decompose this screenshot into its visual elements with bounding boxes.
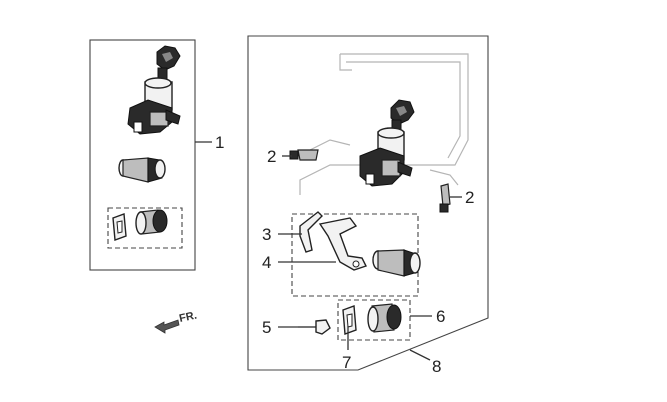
direction-label: FR. xyxy=(178,310,198,325)
key-icon-left xyxy=(156,45,181,85)
arrow-left-icon xyxy=(154,319,180,334)
bolt-part xyxy=(298,319,331,335)
ignition-switch-left xyxy=(127,77,181,135)
cam-lever xyxy=(318,217,367,271)
label-washer: 7 xyxy=(342,353,351,372)
label-screw-left: 2 xyxy=(267,147,276,166)
label-kit: 1 xyxy=(215,133,224,152)
sub-kit-frame-bottom xyxy=(337,299,411,341)
screw-right xyxy=(439,183,451,213)
assembly-frame xyxy=(247,35,489,371)
lock-cylinder-right xyxy=(372,249,421,277)
label-clip: 3 xyxy=(262,225,271,244)
label-set: 8 xyxy=(432,357,441,376)
housing-outline xyxy=(299,53,469,195)
key-icon-right xyxy=(390,99,415,135)
front-direction-marker: FR. xyxy=(154,310,198,334)
ignition-switch-right xyxy=(359,127,413,187)
lock-small-left xyxy=(135,209,168,235)
washer-bottom xyxy=(342,305,357,335)
label-bolt: 5 xyxy=(262,318,271,337)
screw-left xyxy=(289,149,319,161)
kit-frame xyxy=(89,39,196,271)
sub-kit-frame-left xyxy=(107,207,183,249)
leader-set xyxy=(409,349,431,361)
lock-small-bottom xyxy=(367,303,402,333)
label-lock-small: 6 xyxy=(436,307,445,326)
lock-cylinder-left xyxy=(118,157,166,183)
label-screw-right: 2 xyxy=(465,188,474,207)
washer-left xyxy=(112,213,127,241)
clip-part xyxy=(299,211,323,253)
label-cam: 4 xyxy=(262,253,271,272)
